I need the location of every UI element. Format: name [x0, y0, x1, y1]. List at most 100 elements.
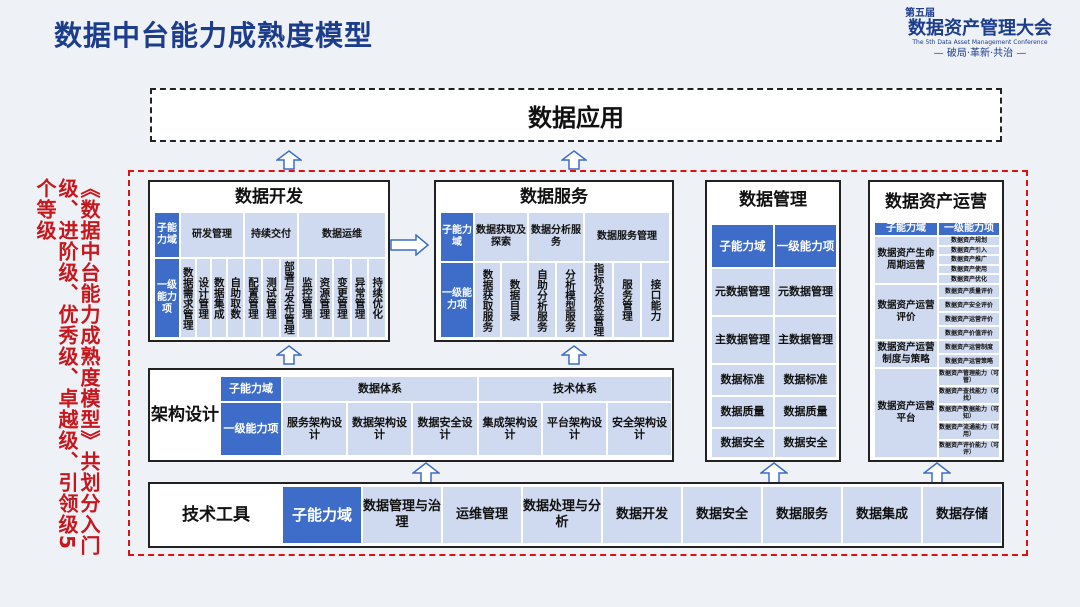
group-cell: 数据体系 — [282, 376, 478, 402]
data-application-layer: 数据应用 — [150, 88, 1002, 142]
sub-domain-cell: 数据资产运营评价 — [874, 284, 938, 340]
up-arrow-icon — [561, 345, 587, 365]
sub-domain-label: 子能力域 — [874, 222, 938, 236]
tool-item: 运维管理 — [442, 486, 522, 544]
logo-english: The 5th Data Asset Management Conference — [912, 39, 1048, 46]
capability-item: 部署与发布管理 — [280, 258, 298, 338]
capability-item: 数据资产安全评价 — [938, 298, 1000, 312]
capability-item: 数据资产运营评价 — [938, 312, 1000, 326]
capability-item: 主数据管理 — [774, 316, 837, 364]
sub-domain-cell: 数据资产运营平台 — [874, 368, 938, 458]
capability-item: 测试管理 — [262, 258, 280, 338]
capability-item: 数据需求管理 — [180, 258, 196, 338]
technical-tools-panel: 技术工具 子能力域 数据管理与治理 运维管理 数据处理与分析 数据开发 数据安全… — [148, 482, 1004, 548]
capability-item: 数据资产推广 — [938, 255, 1000, 265]
capability-item: 数据资产管理能力（可管） — [938, 368, 1000, 386]
panel-title: 架构设计 — [150, 370, 220, 460]
tool-item: 数据管理与治理 — [362, 486, 442, 544]
capability-item: 数据资产运营策略 — [938, 354, 1000, 368]
capability-item: 数据资产数据能力（可知） — [938, 404, 1000, 422]
sub-domain-label: 子能力域 — [220, 376, 282, 402]
capability-item: 自助分析服务 — [528, 262, 556, 338]
capability-item: 数据资产查找能力（可找） — [938, 386, 1000, 404]
sub-domain-cell: 主数据管理 — [711, 316, 774, 364]
capability-item: 服务架构设计 — [282, 402, 347, 456]
capability-item: 监控管理 — [298, 258, 316, 338]
capability-item: 数据资产流通能力（可用） — [938, 422, 1000, 440]
page-title: 数据中台能力成熟度模型 — [54, 19, 374, 52]
group-cell: 研发管理 — [180, 212, 244, 258]
group-cell: 数据获取及探索 — [474, 212, 528, 262]
capability-item-label: 一级能力项 — [938, 222, 1000, 236]
capability-item: 数据安全设计 — [412, 402, 478, 456]
group-cell: 持续交付 — [244, 212, 298, 258]
capability-item: 自助取数 — [226, 258, 244, 338]
logo-edition: 第五届 — [905, 8, 935, 19]
sub-domain-cell: 元数据管理 — [711, 268, 774, 316]
panel-title: 数据管理 — [739, 190, 807, 210]
capability-item: 数据资产运营制度 — [938, 340, 1000, 354]
architecture-design-panel: 架构设计 子能力域 数据体系 技术体系 一级能力项 服务架构设计 数据架构设计 … — [148, 368, 674, 462]
capability-item: 数据目录 — [501, 262, 528, 338]
capability-item: 数据集成 — [211, 258, 227, 338]
data-asset-operation-panel: 数据资产运营 子能力域 一级能力项 数据资产生命周期运营 数据资产规划 数据资产… — [868, 180, 1004, 462]
capability-item: 数据资产优化 — [938, 274, 1000, 284]
panel-title: 技术工具 — [150, 484, 282, 546]
up-arrow-icon — [412, 462, 440, 484]
panel-title: 数据资产运营 — [885, 192, 987, 212]
data-management-panel: 数据管理 子能力域 一级能力项 元数据管理 元数据管理 主数据管理 主数据管理 … — [705, 180, 841, 462]
capability-item: 接口能力 — [641, 262, 670, 338]
up-arrow-icon — [276, 345, 302, 365]
up-arrow-icon — [276, 150, 302, 170]
conference-logo: 第五届 数据资产管理大会 The 5th Data Asset Manageme… — [895, 4, 1065, 64]
tool-item: 数据集成 — [842, 486, 922, 544]
sub-domain-cell: 数据资产生命周期运营 — [874, 236, 938, 284]
group-cell: 数据运维 — [298, 212, 386, 258]
capability-item: 数据资产质量评价 — [938, 284, 1000, 298]
group-cell: 数据分析服务 — [528, 212, 584, 262]
capability-item: 数据标准 — [774, 364, 837, 396]
up-arrow-icon — [561, 150, 587, 170]
capability-item: 指标及标签管理 — [584, 262, 613, 338]
capability-item: 配置管理 — [244, 258, 262, 338]
up-arrow-icon — [923, 462, 951, 484]
group-cell: 数据服务管理 — [584, 212, 670, 262]
panel-title: 数据服务 — [520, 187, 588, 207]
capability-item: 资源管理 — [315, 258, 334, 338]
right-arrow-icon — [390, 234, 430, 256]
data-service-panel: 数据服务 子能力域 数据获取及探索 数据分析服务 数据服务管理 一级能力项 数据… — [434, 180, 674, 342]
capability-item-label: 一级能力项 — [220, 402, 282, 456]
tool-item: 数据安全 — [682, 486, 762, 544]
panel-title: 数据开发 — [235, 187, 303, 207]
sub-domain-cell: 数据标准 — [711, 364, 774, 396]
capability-item-label: 一级能力项 — [440, 262, 474, 338]
capability-frame — [128, 170, 1028, 556]
sub-domain-label: 子能力域 — [711, 224, 774, 268]
capability-item: 数据资产规划 — [938, 236, 1000, 246]
capability-item: 数据资产评价能力（可评） — [938, 440, 1000, 458]
tool-item: 数据服务 — [762, 486, 842, 544]
sub-domain-label: 子能力域 — [440, 212, 474, 262]
sub-domain-label: 子能力域 — [282, 486, 362, 544]
sub-domain-cell: 数据质量 — [711, 396, 774, 428]
logo-slogan: — 破局·革新·共治 — — [933, 48, 1027, 59]
tool-item: 数据处理与分析 — [522, 486, 602, 544]
capability-item: 数据资产引入 — [938, 245, 1000, 256]
capability-item: 数据质量 — [774, 396, 837, 428]
capability-item: 数据架构设计 — [347, 402, 412, 456]
sub-domain-cell: 数据资产运营制度与策略 — [874, 340, 938, 368]
capability-item-label: 一级能力项 — [774, 224, 837, 268]
logo-name: 数据资产管理大会 — [908, 18, 1052, 39]
capability-item: 变更管理 — [333, 258, 351, 338]
capability-item: 数据安全 — [774, 428, 837, 458]
capability-item: 数据资产使用 — [938, 264, 1000, 275]
capability-item: 平台架构设计 — [542, 402, 607, 456]
capability-item: 持续优化 — [368, 258, 386, 338]
capability-item-label: 一级能力项 — [154, 258, 180, 338]
tool-item: 数据存储 — [922, 486, 1002, 544]
tool-item: 数据开发 — [602, 486, 682, 544]
up-arrow-icon — [760, 462, 788, 484]
sub-domain-label: 子能力域 — [154, 212, 180, 258]
capability-item: 安全架构设计 — [607, 402, 672, 456]
capability-item: 设计管理 — [195, 258, 211, 338]
